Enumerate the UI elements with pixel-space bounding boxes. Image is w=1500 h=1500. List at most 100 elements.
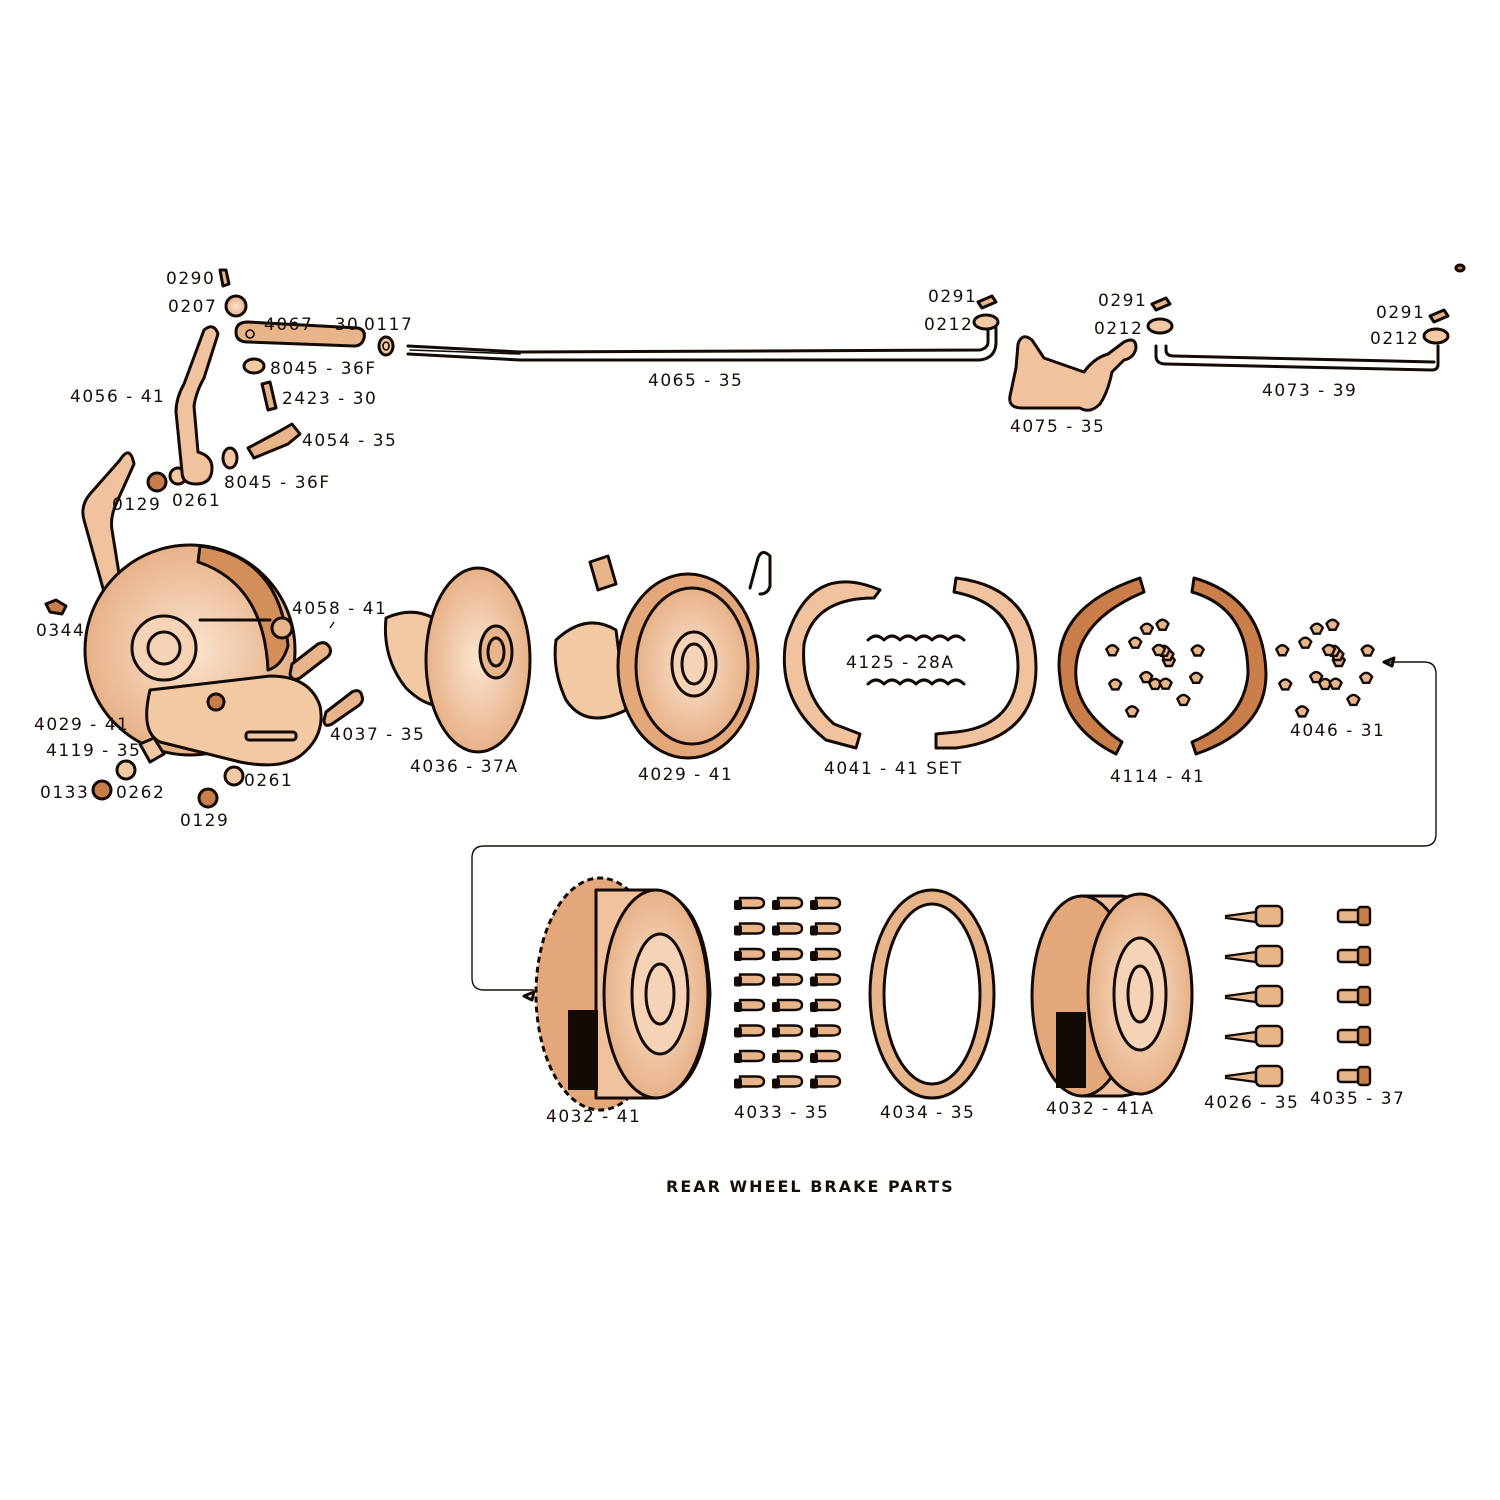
bolt-head-icon bbox=[772, 951, 780, 961]
bolt-icon bbox=[814, 973, 842, 986]
rivets-4046 bbox=[1104, 618, 1206, 718]
bolt-icon bbox=[776, 1075, 804, 1088]
label-4026-35: 4026 - 35 bbox=[1204, 1093, 1299, 1113]
bolt-icon bbox=[1336, 988, 1362, 1004]
rivet-icon bbox=[1107, 678, 1123, 691]
rivet-icon bbox=[1124, 705, 1140, 718]
label-4065-35: 4065 - 35 bbox=[648, 371, 743, 391]
stud-icon bbox=[1224, 990, 1258, 1004]
washer-pin-set-a bbox=[972, 294, 1000, 331]
label-4119-35: 4119 - 35 bbox=[46, 741, 141, 761]
label-4033-35: 4033 - 35 bbox=[734, 1103, 829, 1123]
brake-shoes-4041 bbox=[782, 576, 1038, 750]
dust-shield-4036 bbox=[383, 566, 532, 754]
bolt-head-icon bbox=[810, 925, 818, 936]
label-4075-35: 4075 - 35 bbox=[1010, 417, 1105, 437]
bolt-head-icon bbox=[810, 900, 818, 910]
part-labels: 0290 0207 4067 - 30 0117 8045 - 36F 2423… bbox=[34, 269, 1425, 1127]
bolt-icon bbox=[776, 1024, 804, 1037]
bolt-head-icon bbox=[772, 1078, 780, 1089]
label-0129-b: 0129 bbox=[180, 811, 229, 831]
bolt-head-icon bbox=[772, 1027, 780, 1038]
label-4054-35: 4054 - 35 bbox=[302, 431, 397, 451]
rod-4073 bbox=[1154, 344, 1440, 372]
label-0212-c: 0212 bbox=[1370, 329, 1419, 349]
washer-pin-set-c bbox=[1422, 263, 1466, 345]
bolt-head-icon bbox=[810, 951, 818, 961]
label-0261-a: 0261 bbox=[172, 491, 221, 511]
bolt-head-icon bbox=[810, 1078, 818, 1089]
bolt-head-icon bbox=[772, 925, 780, 936]
stud-nut-icon bbox=[1254, 904, 1284, 928]
bolt-icon bbox=[776, 896, 804, 910]
label-0212-b: 0212 bbox=[1094, 319, 1143, 339]
rivet-icon bbox=[1139, 622, 1155, 635]
label-0117: 0117 bbox=[364, 315, 413, 335]
diagram-title: REAR WHEEL BRAKE PARTS bbox=[666, 1177, 955, 1196]
bolt-head-icon bbox=[734, 951, 742, 961]
bolt-icon bbox=[814, 896, 842, 910]
linings-4114 bbox=[1057, 576, 1268, 756]
bolt-icon bbox=[738, 1024, 766, 1037]
bolt-icon bbox=[814, 1075, 842, 1088]
lever-4056 bbox=[174, 325, 220, 486]
bolt-icon bbox=[814, 998, 842, 1012]
bolt-head-icon bbox=[772, 1002, 780, 1012]
bolt-icon bbox=[776, 998, 804, 1012]
bolt-icon bbox=[738, 973, 766, 986]
label-4034-35: 4034 - 35 bbox=[880, 1103, 975, 1123]
label-4037-35: 4037 - 35 bbox=[330, 725, 425, 745]
bolt-head-icon bbox=[734, 1002, 742, 1012]
rivet-icon bbox=[1277, 678, 1293, 691]
bolt-head-icon bbox=[772, 900, 780, 910]
label-4046-31: 4046 - 31 bbox=[1290, 721, 1385, 741]
label-0261-b: 0261 bbox=[244, 771, 293, 791]
bolt-head-icon bbox=[810, 1053, 818, 1063]
stud-icon bbox=[1224, 910, 1258, 924]
label-4036-37a: 4036 - 37A bbox=[410, 757, 518, 777]
label-2423-30: 2423 - 30 bbox=[282, 389, 377, 409]
label-4114-41: 4114 - 41 bbox=[1110, 767, 1205, 787]
bolt-icon bbox=[776, 947, 804, 961]
bolt-head-icon bbox=[734, 925, 742, 936]
rivet-icon bbox=[1309, 622, 1325, 635]
hub-sprocket-4032 bbox=[534, 876, 712, 1112]
bolt-icon bbox=[1336, 908, 1362, 924]
rivet-icon bbox=[1188, 671, 1204, 685]
stud-nut-icon bbox=[1254, 1064, 1284, 1088]
label-0291-c: 0291 bbox=[1376, 303, 1425, 323]
label-0207: 0207 bbox=[168, 297, 217, 317]
washer-pin-set-b bbox=[1146, 296, 1174, 335]
bolt-head-icon bbox=[810, 1002, 818, 1012]
studs-4026 bbox=[1224, 904, 1284, 1088]
stud-nut-icon bbox=[1254, 984, 1284, 1008]
bolt-head-icon bbox=[734, 976, 742, 987]
label-4125-28a: 4125 - 28A bbox=[846, 653, 954, 673]
cross-shaft-4075 bbox=[1008, 335, 1138, 412]
label-4029-41-a: 4029 - 41 bbox=[34, 715, 129, 735]
bolt-head-icon bbox=[734, 1053, 742, 1063]
label-4067-30: 4067 - 30 bbox=[264, 315, 359, 335]
rivet-icon bbox=[1360, 644, 1376, 657]
label-8045-36f-a: 8045 - 36F bbox=[270, 359, 377, 379]
bolt-icon bbox=[814, 1049, 842, 1063]
bolt-icon bbox=[776, 973, 804, 986]
stud-icon bbox=[1224, 1030, 1258, 1044]
bolt-head-icon bbox=[1356, 985, 1372, 1007]
rivet-icon bbox=[1294, 705, 1310, 718]
rivet-icon bbox=[1346, 693, 1361, 707]
label-4056-41: 4056 - 41 bbox=[70, 387, 165, 407]
label-4029-41-b: 4029 - 41 bbox=[638, 765, 733, 785]
bolt-icon bbox=[738, 998, 766, 1012]
backing-plate-4029-middle bbox=[553, 551, 772, 760]
bolt-icon bbox=[1336, 1028, 1362, 1044]
label-4041-41-set: 4041 - 41 SET bbox=[824, 759, 963, 779]
label-0291-a: 0291 bbox=[928, 287, 977, 307]
bolt-icon bbox=[776, 1049, 804, 1063]
springs-4125 bbox=[866, 634, 966, 686]
label-0290: 0290 bbox=[166, 269, 215, 289]
bolt-icon bbox=[1336, 948, 1362, 964]
bolt-head-icon bbox=[734, 1078, 742, 1089]
label-4035-37: 4035 - 37 bbox=[1310, 1089, 1405, 1109]
